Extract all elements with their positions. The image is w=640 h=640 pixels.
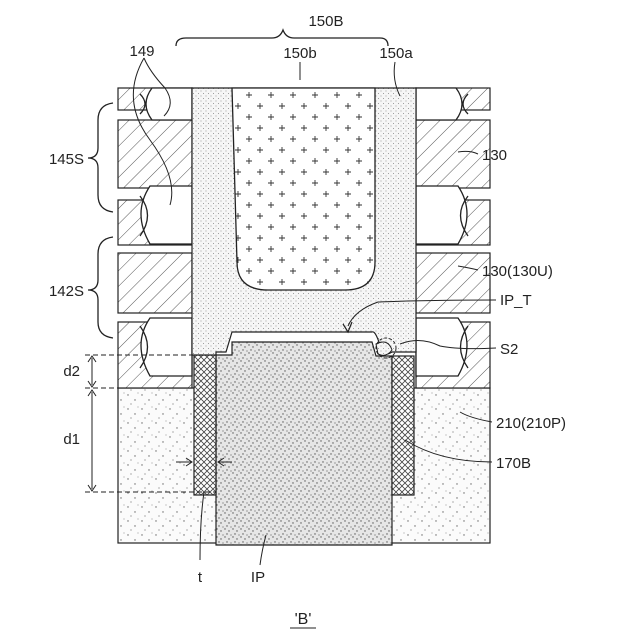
liner-170B-right bbox=[392, 356, 414, 495]
label-d2: d2 bbox=[63, 363, 80, 380]
core-filling-150b bbox=[232, 88, 375, 290]
label-S2: S2 bbox=[500, 341, 518, 358]
label-t: t bbox=[198, 569, 203, 586]
figure-caption: 'B' bbox=[295, 611, 312, 628]
label-145S: 145S bbox=[49, 151, 84, 168]
label-130: 130 bbox=[482, 147, 507, 164]
brace-142S bbox=[88, 237, 113, 338]
label-149: 149 bbox=[129, 43, 154, 60]
brace-145S bbox=[88, 103, 113, 212]
label-150a: 150a bbox=[379, 45, 413, 62]
label-150b: 150b bbox=[283, 45, 316, 62]
label-142S: 142S bbox=[49, 283, 84, 300]
label-IP_T: IP_T bbox=[500, 292, 532, 309]
lower-pillar-IP bbox=[216, 342, 392, 545]
label-210P: 210(210P) bbox=[496, 415, 566, 432]
liner-170B-left bbox=[194, 355, 216, 495]
label-170B: 170B bbox=[496, 455, 531, 472]
label-IP: IP bbox=[251, 569, 265, 586]
label-150B: 150B bbox=[308, 13, 343, 30]
label-d1: d1 bbox=[63, 431, 80, 448]
label-130U: 130(130U) bbox=[482, 263, 553, 280]
